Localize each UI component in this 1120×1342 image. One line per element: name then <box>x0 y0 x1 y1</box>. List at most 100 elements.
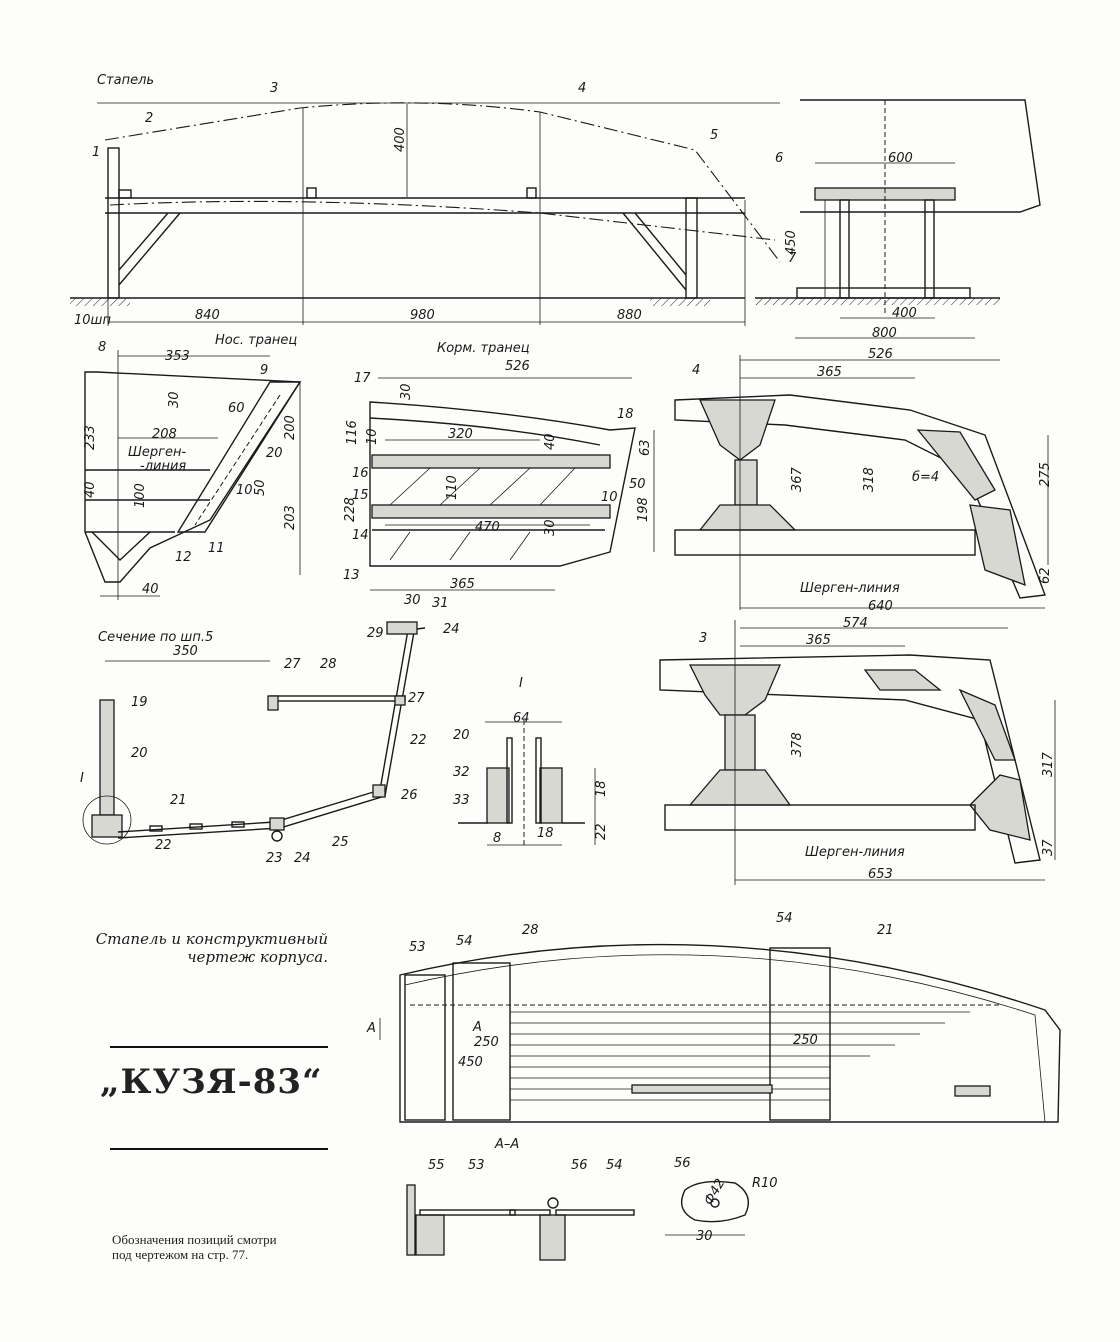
stapel-side-view <box>70 102 781 326</box>
dimension-label: 55 <box>428 1158 445 1173</box>
dimension-label: 880 <box>617 308 642 323</box>
dimension-label: 37 <box>1041 839 1056 856</box>
dimension-label: 40 <box>142 582 159 597</box>
dimension-label: 40 <box>83 481 98 498</box>
dimension-label: 1 <box>92 145 100 160</box>
dimension-label: 53 <box>468 1158 485 1173</box>
dimension-label: Корм. транец <box>437 341 530 356</box>
dimension-label: Шерген- <box>128 445 186 460</box>
dimension-label: 200 <box>283 415 298 440</box>
dimension-label: 980 <box>410 308 435 323</box>
dimension-label: 5 <box>710 128 718 143</box>
dimension-label: Шерген-линия <box>800 581 900 596</box>
caption-line-2: чертеж корпуса. <box>187 948 328 966</box>
dimension-label: 10 <box>236 483 253 498</box>
stern-transom-view <box>369 377 655 591</box>
dimension-label: 17 <box>354 371 371 386</box>
note-line-1: Обозначения позиций смотри <box>112 1232 277 1247</box>
detail-I <box>458 720 596 846</box>
dimension-label: 33 <box>453 793 470 808</box>
dimension-label: 8 <box>493 831 501 846</box>
hull-plan-view <box>379 943 1061 1123</box>
dimension-label: 18 <box>617 407 634 422</box>
dimension-label: 50 <box>253 479 268 496</box>
dimension-label: 20 <box>266 446 283 461</box>
dimension-label: 400 <box>393 127 408 152</box>
dimension-label: 6 <box>775 151 783 166</box>
dimension-label: 14 <box>352 528 369 543</box>
dimension-label: 20 <box>453 728 470 743</box>
dimension-label: 10 <box>365 428 380 445</box>
dimension-label: 250 <box>474 1035 499 1050</box>
dimension-label: 56 <box>571 1158 588 1173</box>
dimension-label: 470 <box>475 520 500 535</box>
dimension-label: Нос. транец <box>215 333 297 348</box>
dimension-label: 30 <box>404 593 421 608</box>
dimension-label: 208 <box>152 427 177 442</box>
dimension-label: I <box>80 771 84 786</box>
frame-view-lower <box>659 620 1056 885</box>
dimension-label: 353 <box>165 349 190 364</box>
dimension-label: 24 <box>443 622 460 637</box>
dimension-label: б=4 <box>912 470 939 485</box>
dimension-label: 18 <box>594 780 609 797</box>
dimension-label: 63 <box>638 439 653 456</box>
dimension-label: 250 <box>793 1033 818 1048</box>
dimension-label: 2 <box>145 111 153 126</box>
dimension-label: 400 <box>892 306 917 321</box>
dimension-label: 317 <box>1041 751 1056 777</box>
dimension-label: 233 <box>83 425 98 450</box>
dimension-label: 28 <box>522 923 539 938</box>
dimension-label: 4 <box>692 363 700 378</box>
dimension-label: 203 <box>283 505 298 530</box>
dimension-label: 13 <box>343 568 360 583</box>
dimension-label: 526 <box>868 347 893 362</box>
boat-name-title: „КУЗЯ-83“ <box>100 1062 323 1102</box>
dimension-label: 574 <box>843 616 868 631</box>
dimension-label: 31 <box>432 596 449 611</box>
dimension-label: 4 <box>578 81 586 96</box>
dimension-label: 10 <box>601 490 618 505</box>
dimension-label: 12 <box>175 550 192 565</box>
note-line-2: под чертежом на стр. 77. <box>112 1247 249 1262</box>
dimension-label: 653 <box>868 867 893 882</box>
dimension-label: 840 <box>195 308 220 323</box>
dimension-label: 54 <box>456 934 473 949</box>
dimension-label: А–А <box>494 1137 519 1152</box>
dimension-label: 23 <box>266 851 283 866</box>
dimension-label: A <box>472 1020 482 1035</box>
dimension-label: 198 <box>636 497 651 522</box>
dimension-label: 30 <box>167 391 182 408</box>
dimension-label: 54 <box>606 1158 623 1173</box>
dimension-label: 8 <box>98 340 106 355</box>
dimension-label: 318 <box>862 467 877 492</box>
dimension-label: Стапель <box>97 73 154 88</box>
dimension-label: 56 <box>674 1156 691 1171</box>
dimension-label: 450 <box>458 1055 483 1070</box>
dimension-label: 19 <box>131 695 148 710</box>
dimension-label: A <box>366 1021 376 1036</box>
dimension-label: 22 <box>155 838 172 853</box>
dimension-label: 275 <box>1038 462 1053 487</box>
divider-top <box>110 1046 328 1048</box>
section-A-A <box>406 1180 749 1261</box>
dimension-label: I <box>519 676 523 691</box>
dimension-label: 15 <box>352 488 369 503</box>
dimension-label: 350 <box>173 644 198 659</box>
dimension-label: 26 <box>401 788 418 803</box>
dimension-label: 365 <box>817 365 842 380</box>
dimension-label: 365 <box>806 633 831 648</box>
dimension-label: 110 <box>445 475 460 500</box>
dimension-label: 60 <box>228 401 245 416</box>
dimension-label: 64 <box>513 711 530 726</box>
dimension-label: 54 <box>776 911 793 926</box>
bow-transom-view <box>84 350 302 600</box>
dimension-label: 3 <box>699 631 707 646</box>
dimension-label: 20 <box>131 746 148 761</box>
dimension-label: Сечение по шп.5 <box>98 630 213 645</box>
dimension-label: 116 <box>345 420 360 445</box>
dimension-label: 21 <box>170 793 187 808</box>
dimension-label: 29 <box>367 626 384 641</box>
divider-bottom <box>110 1148 328 1150</box>
